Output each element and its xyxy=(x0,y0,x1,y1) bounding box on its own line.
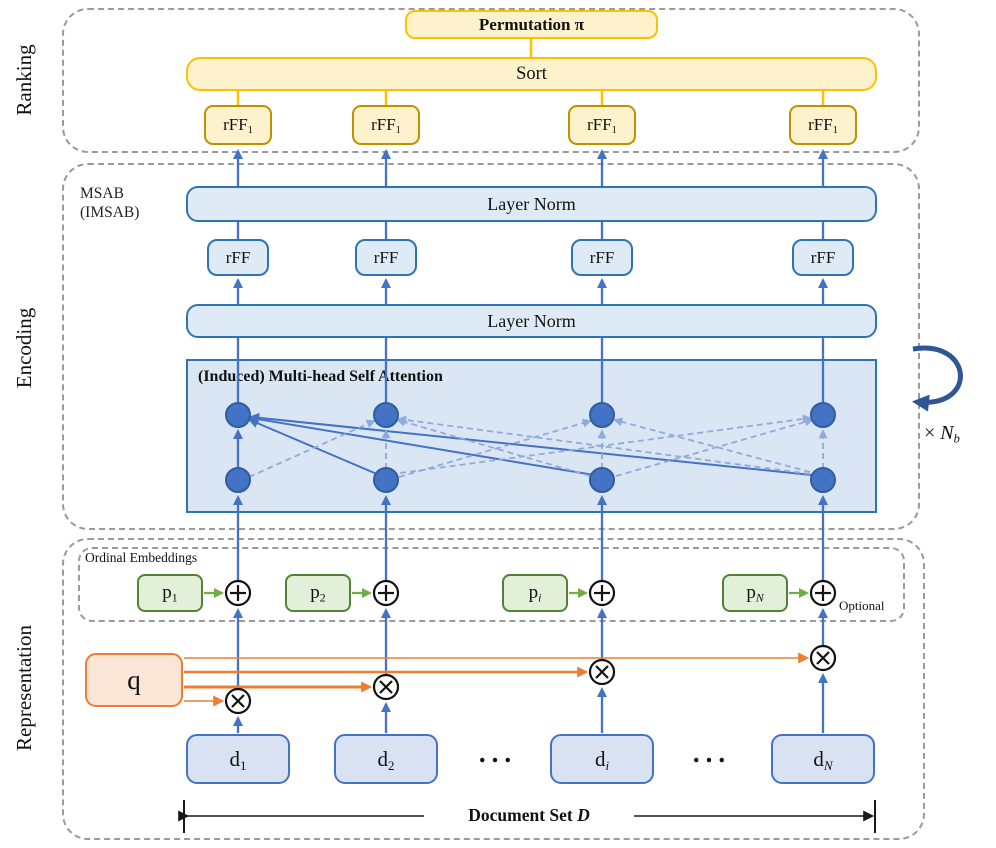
section-label-representation: Representation xyxy=(12,625,36,751)
rff1-box: rFF1 xyxy=(352,105,420,145)
repeat-loop-icon xyxy=(911,345,963,412)
attention-block: (Induced) Multi-head Self Attention xyxy=(186,359,877,513)
rff-box: rFF xyxy=(207,239,269,276)
section-label-encoding: Encoding xyxy=(12,307,36,389)
rff1-box: rFF1 xyxy=(789,105,857,145)
p-box: p2 xyxy=(285,574,351,612)
layer-norm-top-box: Layer Norm xyxy=(186,186,877,222)
ordinal-embeddings-frame xyxy=(78,547,905,622)
d-box: d2 xyxy=(334,734,438,784)
sort-box: Sort xyxy=(186,57,877,91)
d-box: di xyxy=(550,734,654,784)
ellipsis: ... xyxy=(478,738,518,768)
d-box: d1 xyxy=(186,734,290,784)
permutation-box: Permutation π xyxy=(405,10,658,39)
p-box: pi xyxy=(502,574,568,612)
repeat-count-label: × Nb xyxy=(924,422,960,446)
ellipsis: ... xyxy=(692,738,732,768)
section-label-ranking: Ranking xyxy=(12,44,36,116)
d-box: dN xyxy=(771,734,875,784)
representation-section-frame xyxy=(62,538,925,840)
optional-label: Optional xyxy=(839,598,885,613)
rff1-box: rFF1 xyxy=(568,105,636,145)
attention-title: (Induced) Multi-head Self Attention xyxy=(198,368,443,385)
msab-label: MSAB (IMSAB) xyxy=(80,185,140,222)
p-box: pN xyxy=(722,574,788,612)
ranking-section-frame xyxy=(62,8,920,153)
p-box: p1 xyxy=(137,574,203,612)
rff-box: rFF xyxy=(571,239,633,276)
rff1-box: rFF1 xyxy=(204,105,272,145)
rff-box: rFF xyxy=(792,239,854,276)
query-box: q xyxy=(85,653,183,707)
rff-box: rFF xyxy=(355,239,417,276)
ordinal-embeddings-label: Ordinal Embeddings xyxy=(85,550,198,565)
layer-norm-bottom-box: Layer Norm xyxy=(186,304,877,338)
document-set-label: Document Set D xyxy=(424,803,634,828)
